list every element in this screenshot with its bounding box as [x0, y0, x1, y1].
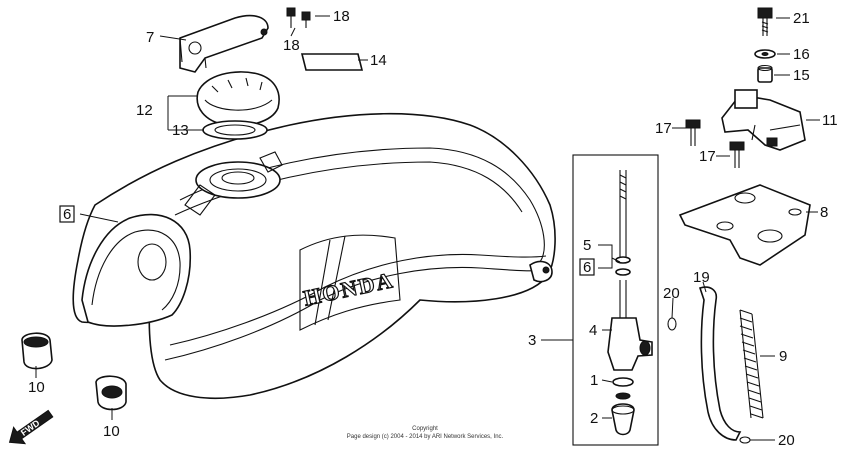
callout-10[interactable]: 10 [103, 423, 120, 440]
svg-text:6: 6 [583, 259, 591, 276]
tube-clip-upper[interactable] [667, 317, 677, 331]
tube-clip-lower[interactable] [739, 436, 751, 444]
cap-gasket[interactable] [202, 120, 268, 140]
callout-20[interactable]: 20 [663, 285, 680, 302]
washer-16[interactable] [754, 49, 776, 59]
callout-labels: 7 18 18 14 12 13 6 3 5 6 4 1 2 20 19 9 2… [28, 8, 838, 449]
callout-18[interactable]: 18 [283, 37, 300, 54]
rear-bracket[interactable] [721, 89, 806, 151]
callout-6-cock[interactable]: 6 [579, 258, 595, 276]
callout-12[interactable]: 12 [136, 102, 153, 119]
callout-3[interactable]: 3 [528, 332, 536, 349]
callout-19[interactable]: 19 [693, 269, 710, 286]
fuel-tube[interactable] [698, 286, 742, 441]
bolt-21[interactable] [757, 7, 773, 36]
fuel-cock-washer[interactable] [615, 392, 631, 400]
svg-text:Page design (c) 2004 - 2014 by: Page design (c) 2004 - 2014 by ARI Netwo… [347, 434, 504, 440]
fuel-cock-gasket[interactable] [612, 377, 634, 387]
tube-spring[interactable] [739, 309, 764, 419]
callout-6-tank[interactable]: 6 [59, 205, 75, 223]
callout-16[interactable]: 16 [793, 46, 810, 63]
bolt-18-a[interactable] [286, 7, 296, 28]
fuel-cock-box [572, 154, 659, 446]
callout-13[interactable]: 13 [172, 122, 189, 139]
callout-7[interactable]: 7 [146, 29, 154, 46]
fuel-cap[interactable] [196, 71, 280, 127]
callout-10[interactable]: 10 [28, 379, 45, 396]
rubber-cushion-a[interactable] [21, 332, 53, 370]
callout-20[interactable]: 20 [778, 432, 795, 449]
fuel-cock-body[interactable] [607, 317, 653, 371]
filler-neck [184, 151, 283, 216]
leader-lines [35, 15, 820, 441]
callout-17[interactable]: 17 [699, 148, 716, 165]
callout-9[interactable]: 9 [779, 348, 787, 365]
callout-11[interactable]: 11 [822, 112, 838, 129]
callout-15[interactable]: 15 [793, 67, 810, 84]
callout-8[interactable]: 8 [820, 204, 828, 221]
callout-17[interactable]: 17 [655, 120, 672, 137]
fuel-cock-strainer-pipe[interactable] [615, 170, 631, 318]
callout-18[interactable]: 18 [333, 8, 350, 25]
callout-21[interactable]: 21 [793, 10, 810, 27]
fuel-cock-cup[interactable] [611, 403, 635, 436]
callout-14[interactable]: 14 [370, 52, 387, 69]
callout-5[interactable]: 5 [583, 237, 591, 254]
copyright-notice: Copyright Page design (c) 2004 - 2014 by… [347, 426, 504, 440]
callout-4[interactable]: 4 [589, 322, 597, 339]
svg-text:6: 6 [63, 206, 71, 223]
callout-2[interactable]: 2 [590, 410, 598, 427]
collar-15[interactable] [757, 64, 773, 83]
cap-cover[interactable] [179, 14, 269, 73]
mounting-plate[interactable] [678, 184, 811, 266]
bolt-18-b[interactable] [301, 11, 311, 28]
fwd-arrow: FWD [8, 409, 54, 445]
rubber-cushion-b[interactable] [95, 375, 127, 411]
caution-label[interactable] [300, 53, 364, 71]
callout-1[interactable]: 1 [590, 372, 598, 389]
bolt-17-a[interactable] [685, 119, 701, 146]
bolt-17-b[interactable] [729, 141, 745, 168]
svg-text:Copyright: Copyright [412, 426, 438, 432]
fuel-tank[interactable] [72, 112, 556, 400]
